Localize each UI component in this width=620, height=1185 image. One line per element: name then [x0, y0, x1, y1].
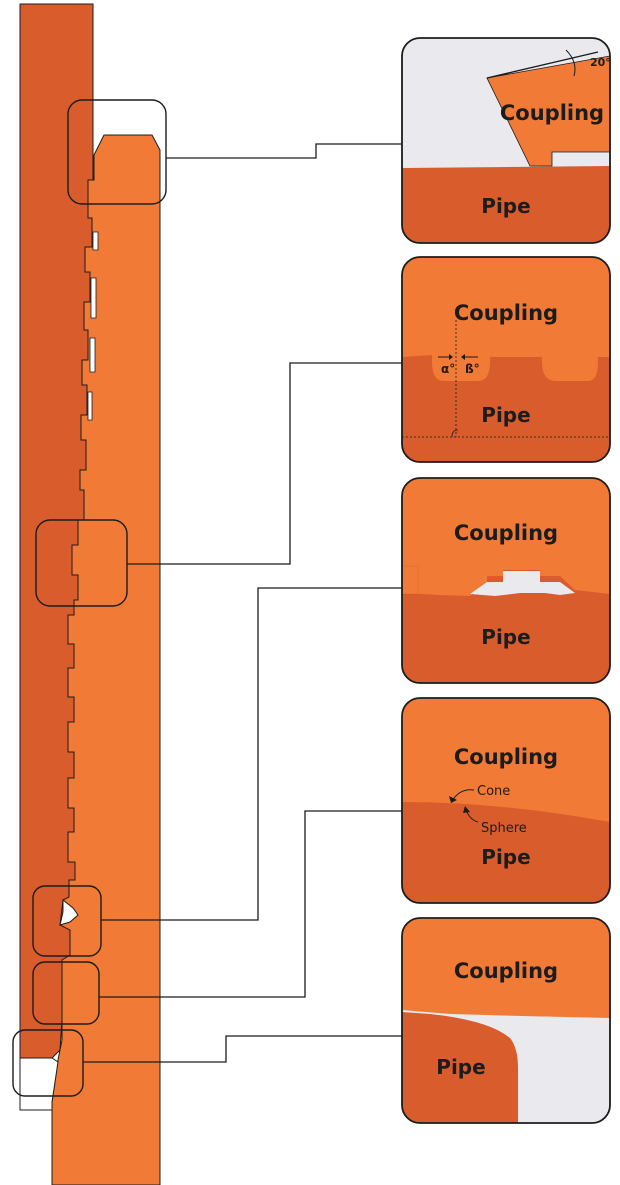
cross-section	[12, 3, 167, 1185]
seal-notch	[59, 898, 79, 926]
connector-3	[101, 587, 402, 921]
coupling-label: Coupling	[500, 101, 604, 125]
detail-frame-5	[401, 917, 611, 1124]
connector-lines	[83, 143, 402, 1063]
pipe-end-gap	[19, 1057, 59, 1111]
detail-shoulder: Coupling Pipe 20°	[401, 37, 611, 244]
coupling-label: Coupling	[454, 521, 558, 545]
detail-frame-4	[401, 697, 611, 904]
highlight-box-1	[67, 99, 167, 205]
pipe-label: Pipe	[481, 194, 530, 218]
pipe-label: Pipe	[481, 625, 530, 649]
highlight-box-5	[12, 1029, 84, 1097]
connector-2	[127, 362, 402, 565]
detail-seal-ring: Coupling Pipe	[401, 477, 611, 684]
sphere-label: Sphere	[481, 821, 527, 836]
highlight-box-3	[32, 885, 102, 957]
thread-gaps	[87, 231, 99, 421]
beta-label: ß°	[465, 362, 480, 376]
detail-cone-sphere: Coupling Pipe Cone Sphere	[401, 697, 611, 904]
detail-frame-3	[401, 477, 611, 684]
connector-4	[99, 810, 402, 998]
coupling-label: Coupling	[454, 301, 558, 325]
angle-label: 20°	[590, 56, 611, 69]
cone-label: Cone	[477, 784, 510, 799]
coupling-label: Coupling	[454, 959, 558, 983]
highlight-box-4	[32, 961, 100, 1025]
detail-frame-1	[401, 37, 611, 244]
pipe-label: Pipe	[436, 1055, 485, 1079]
detail-pipe-end: Coupling Pipe	[401, 917, 611, 1124]
pipe-label: Pipe	[481, 403, 530, 427]
detail-frame-2	[401, 256, 611, 463]
alpha-label: α°	[441, 362, 455, 376]
coupling-body	[51, 134, 161, 1185]
coupling-label: Coupling	[454, 745, 558, 769]
connector-1	[166, 143, 402, 159]
detail-thread: Coupling Pipe α° ß°	[401, 256, 611, 463]
highlight-box-2	[35, 519, 128, 607]
connector-5	[83, 1035, 402, 1063]
pipe-label: Pipe	[481, 845, 530, 869]
